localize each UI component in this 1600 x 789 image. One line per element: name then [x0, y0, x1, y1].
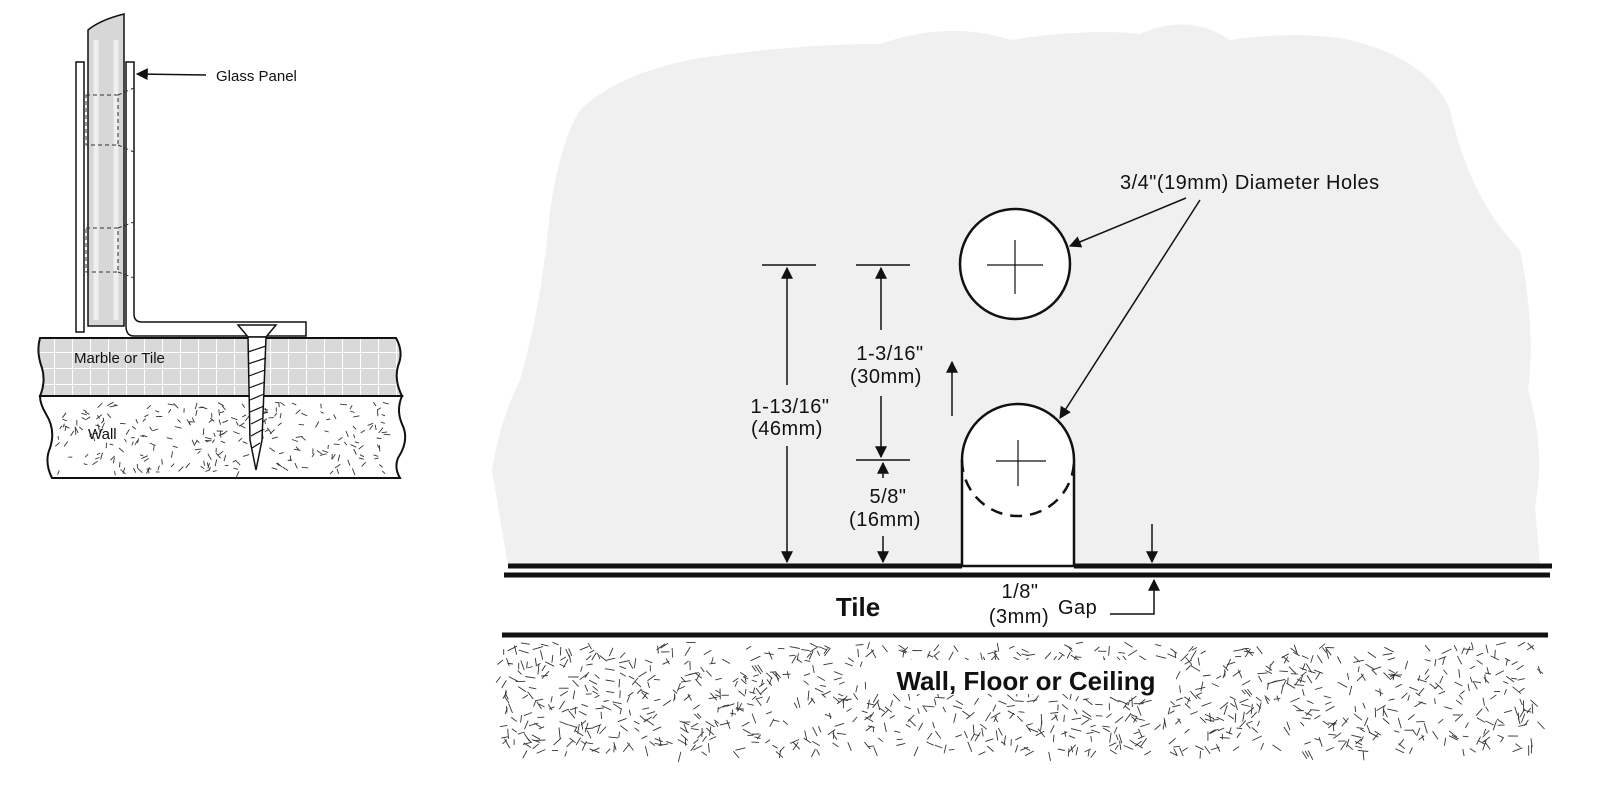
left-detail: Glass Panel Marble or Tile Wall — [37, 13, 407, 479]
left-clip-base — [125, 61, 307, 337]
hole-callout: 3/4"(19mm) Diameter Holes — [1120, 172, 1380, 194]
left-wall-speckles — [55, 401, 391, 478]
lower-hole-dashed — [960, 459, 1076, 518]
glass-panel-leader — [135, 68, 207, 81]
main-detail: 1-13/16" (46mm) 1-3/16" (30mm) 5/8" (16m… — [492, 24, 1552, 763]
marble-or-tile-label: Marble or Tile — [74, 350, 165, 367]
callout-leader-lower — [1059, 199, 1201, 420]
dim-upper-in: 1-3/16" — [856, 343, 923, 365]
gap-in: 1/8" — [1002, 581, 1039, 603]
dim-upper-mm: (30mm) — [850, 366, 922, 388]
left-wall-substrate — [38, 395, 407, 479]
dim-lower-in: 5/8" — [870, 486, 907, 508]
left-clip-profile — [75, 61, 85, 333]
dim-total-mm: (46mm) — [751, 418, 823, 440]
gap-leader — [1110, 578, 1160, 615]
substrate-label: Wall, Floor or Ceiling — [896, 666, 1155, 696]
left-glass-panel — [87, 13, 125, 327]
gap-mm: (3mm) — [989, 606, 1049, 628]
left-wall-label: Wall — [88, 426, 117, 443]
left-screw — [236, 324, 278, 471]
left-tile-band — [37, 337, 404, 397]
dim-total-in: 1-13/16" — [751, 396, 830, 418]
gap-label: Gap — [1058, 597, 1097, 619]
dim-lower-mm: (16mm) — [849, 509, 921, 531]
glass-panel-label: Glass Panel — [216, 68, 297, 85]
callout-leader-upper — [1068, 197, 1187, 248]
tile-label: Tile — [836, 592, 880, 622]
